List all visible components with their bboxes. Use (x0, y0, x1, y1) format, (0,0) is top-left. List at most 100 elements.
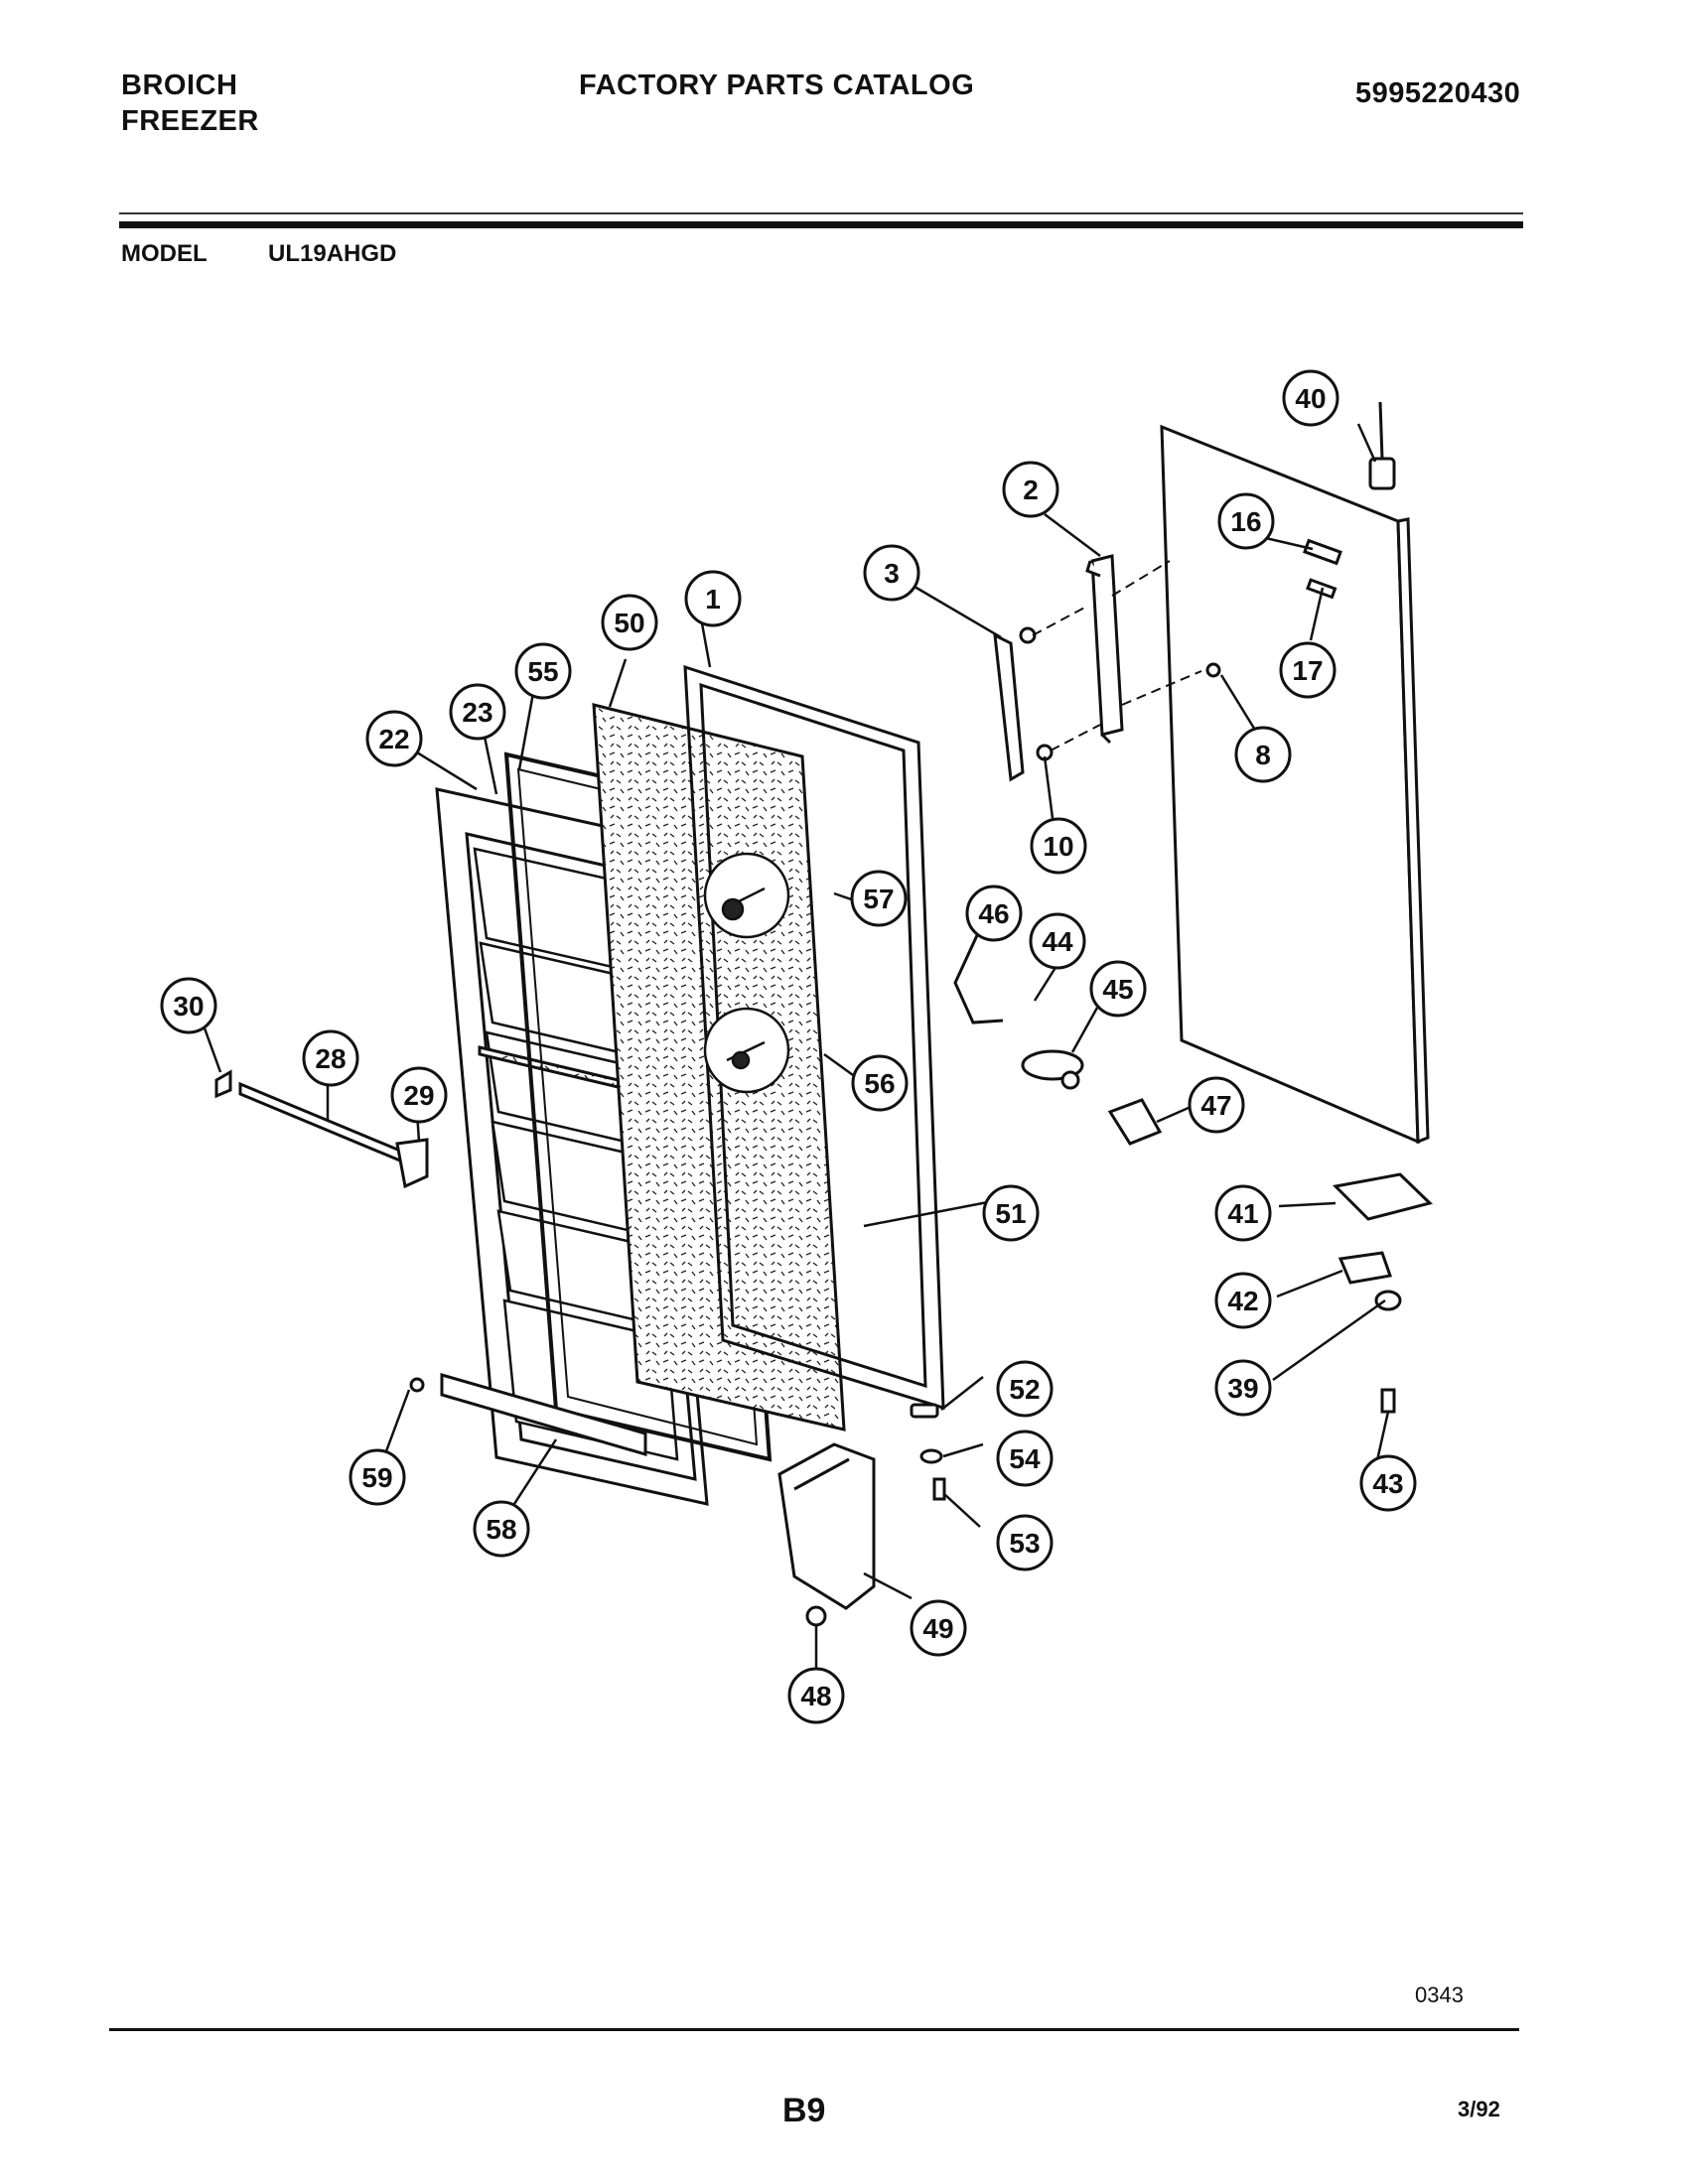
callout-number: 3 (884, 558, 900, 589)
callout-number: 29 (403, 1080, 434, 1111)
callout-circle (910, 1599, 967, 1657)
callout-circle (996, 1360, 1054, 1418)
hinge-cover (777, 1442, 876, 1610)
callout-10: 10 (1030, 817, 1087, 875)
callout-number: 51 (995, 1198, 1026, 1229)
callout-47: 47 (1188, 1076, 1245, 1134)
callout-number: 28 (315, 1043, 346, 1074)
product-type: FREEZER (121, 105, 259, 137)
callout-number: 46 (978, 898, 1009, 929)
callout-58: 58 (473, 1500, 530, 1558)
callout-number: 1 (705, 584, 721, 614)
outer-door-panel (1160, 424, 1430, 1145)
callout-number: 23 (462, 697, 492, 728)
callout-circle (160, 977, 217, 1034)
callout-44: 44 (1029, 912, 1086, 970)
callout-50: 50 (601, 594, 658, 651)
model-label: MODEL (121, 240, 208, 267)
callout-circle (365, 710, 423, 767)
callout-markers: 1238101617222328293039404142434445464748… (160, 369, 1417, 1724)
drawing-number: 0343 (1415, 1982, 1464, 2007)
detail-circles (703, 852, 790, 1094)
small-hardware (409, 932, 1433, 1627)
callout-39: 39 (1214, 1359, 1272, 1417)
kickplate (440, 1373, 647, 1457)
callout-43: 43 (1359, 1454, 1417, 1512)
callout-59: 59 (349, 1448, 406, 1506)
page-code: B9 (782, 2092, 826, 2129)
callout-56: 56 (851, 1054, 909, 1112)
callout-8: 8 (1234, 726, 1292, 783)
callout-1: 1 (684, 570, 742, 627)
callout-41: 41 (1214, 1184, 1272, 1242)
callout-55: 55 (514, 642, 572, 700)
callout-circle (449, 683, 506, 741)
callout-51: 51 (982, 1184, 1040, 1242)
callout-number: 22 (378, 724, 409, 754)
callout-circle (1030, 817, 1087, 875)
callout-number: 44 (1042, 926, 1073, 957)
callout-number: 53 (1009, 1528, 1040, 1559)
model-value: UL19AHGD (268, 240, 397, 267)
callout-23: 23 (449, 683, 506, 741)
brand-name: BROICH (121, 69, 238, 101)
callout-circle (1282, 369, 1339, 427)
callout-16: 16 (1217, 492, 1275, 550)
callout-circle (996, 1430, 1054, 1487)
callout-30: 30 (160, 977, 217, 1034)
callout-circle (302, 1029, 359, 1087)
callout-number: 8 (1255, 740, 1271, 770)
callout-number: 58 (486, 1514, 516, 1545)
callout-49: 49 (910, 1599, 967, 1657)
revision-date: 3/92 (1458, 2097, 1500, 2121)
callout-circle (965, 885, 1023, 942)
callout-2: 2 (1002, 461, 1059, 518)
callout-number: 41 (1227, 1198, 1258, 1229)
header-rule-thick (119, 221, 1523, 228)
callout-22: 22 (365, 710, 423, 767)
callout-number: 39 (1227, 1373, 1258, 1404)
callout-circle (390, 1066, 448, 1124)
callout-number: 57 (863, 884, 894, 914)
callout-number: 40 (1295, 383, 1326, 414)
callout-40: 40 (1282, 369, 1339, 427)
callout-48: 48 (787, 1667, 845, 1724)
callout-3: 3 (863, 544, 920, 602)
callout-number: 10 (1043, 831, 1073, 862)
callout-17: 17 (1279, 641, 1336, 699)
callout-number: 43 (1372, 1468, 1403, 1499)
callout-number: 47 (1200, 1090, 1231, 1121)
handle-leader-lines (1032, 560, 1202, 751)
top-bushing-40 (1368, 401, 1396, 490)
callout-number: 56 (864, 1068, 895, 1099)
callout-number: 42 (1227, 1286, 1258, 1316)
header-rule-thin (119, 212, 1523, 214)
callout-circle (473, 1500, 530, 1558)
callout-42: 42 (1214, 1272, 1272, 1329)
callout-circle (1234, 726, 1292, 783)
callout-number: 17 (1292, 655, 1323, 686)
callout-circle (863, 544, 920, 602)
callout-54: 54 (996, 1430, 1054, 1487)
callout-circle (996, 1514, 1054, 1571)
callout-circle (1279, 641, 1336, 699)
catalog-number: 5995220430 (1355, 77, 1521, 109)
callout-circle (787, 1667, 845, 1724)
callout-circle (601, 594, 658, 651)
callout-57: 57 (850, 870, 908, 927)
callout-circle (1217, 492, 1275, 550)
callout-circle (1214, 1272, 1272, 1329)
callout-45: 45 (1089, 960, 1147, 1018)
callout-number: 59 (361, 1462, 392, 1493)
callout-28: 28 (302, 1029, 359, 1087)
callout-circle (851, 1054, 909, 1112)
callout-circle (1359, 1454, 1417, 1512)
callout-circle (982, 1184, 1040, 1242)
callout-number: 54 (1009, 1443, 1041, 1474)
callout-number: 49 (922, 1613, 953, 1644)
catalog-title: FACTORY PARTS CATALOG (579, 69, 975, 101)
callout-circle (349, 1448, 406, 1506)
callout-52: 52 (996, 1360, 1054, 1418)
callout-circle (1029, 912, 1086, 970)
